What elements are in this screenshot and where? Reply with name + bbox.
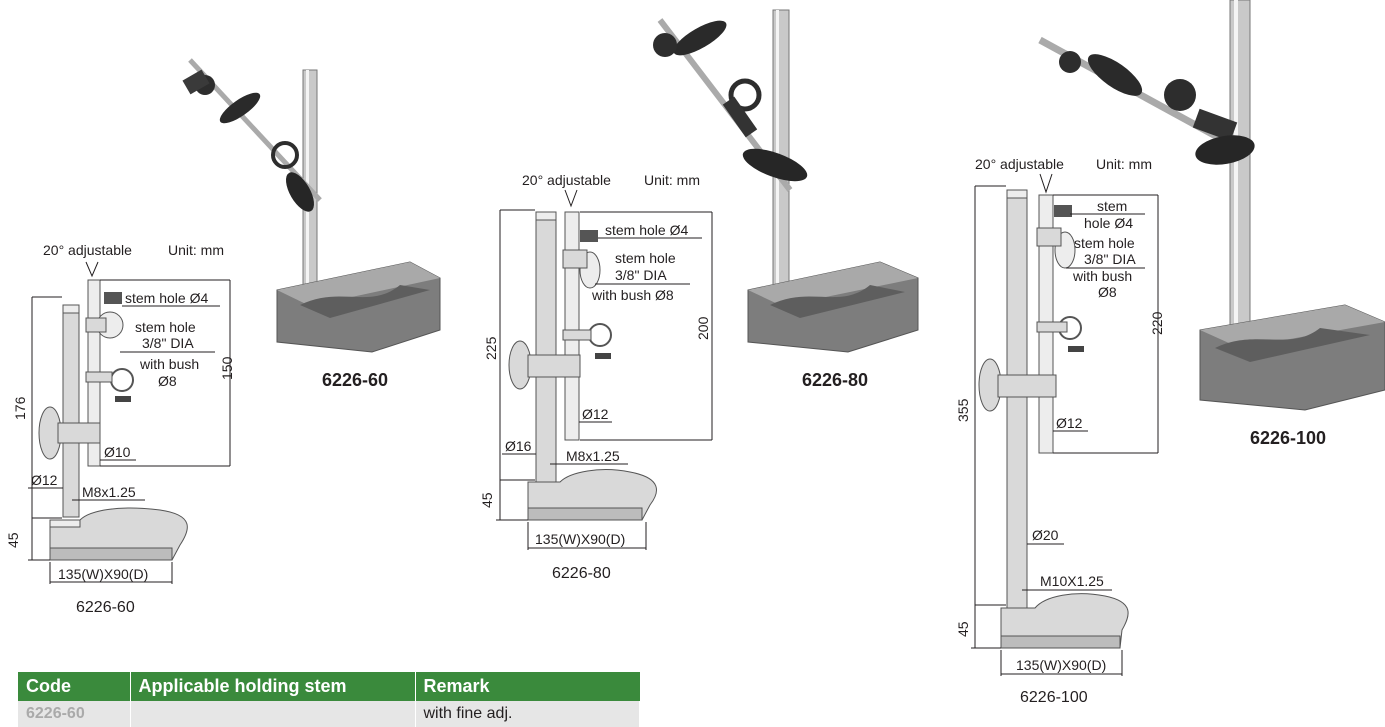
height-dim: 225 (483, 336, 499, 360)
base-height-dim: 45 (5, 532, 21, 548)
height-dim: 355 (955, 398, 971, 422)
drawing-caption-6226-80: 6226-80 (552, 565, 611, 582)
rod-dia: Ø12 (582, 406, 609, 422)
rod-dia: Ø12 (1056, 415, 1083, 431)
product-label-6226-80: 6226-80 (802, 370, 868, 390)
stem-hole-large-4: Ø8 (1098, 284, 1117, 300)
base-height-dim: 45 (479, 492, 495, 508)
base-size: 135(W)X90(D) (535, 531, 625, 547)
stem-hole-large-1: stem hole (1074, 235, 1135, 251)
adjust-note: 20° adjustable (522, 172, 611, 188)
adjust-note: 20° adjustable (975, 156, 1064, 172)
technical-drawing-6226-80: 20° adjustable Unit: mm 225 45 200 stem … (479, 172, 713, 582)
stem-hole-large-3: with bush Ø8 (591, 287, 674, 303)
thread-size: M10X1.25 (1040, 573, 1104, 589)
thread-size: M8x1.25 (82, 484, 136, 500)
spec-table: Code Applicable holding stem Remark 6226… (18, 672, 640, 727)
stem-hole-large-2: 3/8" DIA (142, 335, 194, 351)
post-dia: Ø16 (505, 438, 532, 454)
base-size: 135(W)X90(D) (1016, 657, 1106, 673)
column-header-remark: Remark (415, 672, 640, 701)
product-photo-6226-100: 6226-100 (1038, 0, 1385, 448)
stem-hole-large-2: 3/8" DIA (1084, 251, 1136, 267)
stem-hole-large-2: 3/8" DIA (615, 267, 667, 283)
column-header-holding-stem: Applicable holding stem (130, 672, 416, 701)
table-cell-holding-stem (130, 701, 416, 727)
unit-note: Unit: mm (168, 242, 224, 258)
stem-hole-small-2: hole Ø4 (1084, 215, 1133, 231)
drawing-caption-6226-100: 6226-100 (1020, 689, 1088, 706)
product-photo-6226-60: 6226-60 (182, 58, 441, 390)
unit-note: Unit: mm (1096, 156, 1152, 172)
stem-hole-small: stem hole Ø4 (605, 222, 688, 238)
column-header-code: Code (18, 672, 131, 701)
stem-hole-large-1: stem hole (135, 319, 196, 335)
stem-hole-large-1: stem hole (615, 250, 676, 266)
product-label-6226-100: 6226-100 (1250, 428, 1326, 448)
product-drawings: 6226-60 20° adjustable Unit: mm 176 45 (5, 0, 1385, 706)
stem-hole-large-3: with bush (1072, 268, 1132, 284)
post-height-dim: 200 (695, 316, 711, 340)
technical-drawing-6226-100: 20° adjustable Unit: mm 355 45 220 stem … (955, 156, 1165, 706)
product-photo-6226-80: 6226-80 (653, 9, 919, 390)
post-height-dim: 150 (219, 356, 235, 380)
height-dim: 176 (12, 396, 28, 420)
drawing-caption-6226-60: 6226-60 (76, 599, 135, 616)
post-dia: Ø12 (31, 472, 58, 488)
technical-drawing-6226-60: 20° adjustable Unit: mm 176 45 150 stem (5, 242, 235, 616)
stem-hole-large-3: with bush (139, 356, 199, 372)
adjust-note: 20° adjustable (43, 242, 132, 258)
base-size: 135(W)X90(D) (58, 566, 148, 582)
stem-hole-small: stem hole Ø4 (125, 290, 208, 306)
thread-size: M8x1.25 (566, 448, 620, 464)
table-header-row: Code Applicable holding stem Remark (18, 672, 640, 701)
stem-hole-large-4: Ø8 (158, 373, 177, 389)
base-height-dim: 45 (955, 621, 971, 637)
table-cell-code: 6226-60 (18, 701, 131, 727)
stem-hole-small-1: stem (1097, 198, 1127, 214)
product-label-6226-60: 6226-60 (322, 370, 388, 390)
post-height-dim: 220 (1149, 311, 1165, 335)
rod-dia: Ø10 (104, 444, 131, 460)
table-cell-remark: with fine adj. (415, 701, 640, 727)
table-row: 6226-60 with fine adj. (18, 701, 640, 727)
unit-note: Unit: mm (644, 172, 700, 188)
post-dia: Ø20 (1032, 527, 1059, 543)
